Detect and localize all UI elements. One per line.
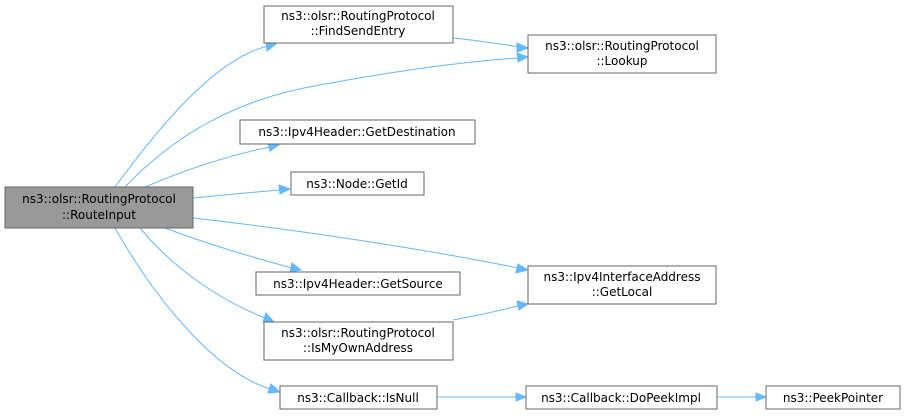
- edge-findsendentry-lookup: [452, 37, 530, 53]
- node-get-id-label: ns3::Node::GetId: [306, 177, 408, 191]
- node-get-id[interactable]: ns3::Node::GetId: [290, 171, 425, 196]
- node-peek-pointer[interactable]: ns3::PeekPointer: [765, 385, 901, 410]
- node-route-input-label-2: ::RouteInput: [62, 208, 136, 222]
- node-get-destination-label: ns3::Ipv4Header::GetDestination: [258, 125, 455, 139]
- node-is-my-own-address-label-1: ns3::olsr::RoutingProtocol: [281, 326, 435, 340]
- node-get-source[interactable]: ns3::Ipv4Header::GetSource: [255, 271, 461, 296]
- edge-ismyownaddress-getlocal: [452, 300, 530, 321]
- node-route-input[interactable]: ns3::olsr::RoutingProtocol ::RouteInput: [4, 186, 194, 229]
- node-do-peek-impl-label: ns3::Callback::DoPeekImpl: [541, 391, 701, 405]
- edge-dopeekimpl-peekpointer: [717, 392, 768, 402]
- node-is-null[interactable]: ns3::Callback::IsNull: [279, 385, 438, 410]
- node-lookup-label-2: ::Lookup: [596, 54, 647, 68]
- node-peek-pointer-label: ns3::PeekPointer: [783, 391, 883, 405]
- edge-routeinput-getsource: [164, 227, 303, 273]
- node-find-send-entry-label-1: ns3::olsr::RoutingProtocol: [281, 9, 435, 23]
- node-do-peek-impl[interactable]: ns3::Callback::DoPeekImpl: [525, 385, 718, 410]
- node-route-input-label-1: ns3::olsr::RoutingProtocol: [22, 192, 176, 206]
- node-get-local-label-2: ::GetLocal: [592, 285, 653, 299]
- edge-routeinput-isnull: [114, 227, 282, 394]
- edge-routeinput-getdestination: [144, 141, 281, 188]
- node-lookup-label-1: ns3::olsr::RoutingProtocol: [545, 39, 699, 53]
- node-get-local[interactable]: ns3::Ipv4InterfaceAddress ::GetLocal: [527, 265, 717, 305]
- node-find-send-entry-label-2: ::FindSendEntry: [311, 24, 406, 38]
- node-lookup[interactable]: ns3::olsr::RoutingProtocol ::Lookup: [527, 34, 717, 74]
- node-get-destination[interactable]: ns3::Ipv4Header::GetDestination: [239, 119, 476, 145]
- edge-routeinput-ismyownaddress: [139, 227, 276, 323]
- edge-isnull-dopeekimpl: [437, 392, 528, 402]
- node-find-send-entry[interactable]: ns3::olsr::RoutingProtocol ::FindSendEnt…: [263, 5, 454, 44]
- edge-routeinput-findsendentry: [114, 39, 277, 188]
- edge-routeinput-getid: [192, 184, 292, 199]
- node-is-my-own-address-label-2: ::IsMyOwnAddress: [303, 341, 413, 355]
- node-get-local-label-1: ns3::Ipv4InterfaceAddress: [544, 270, 701, 284]
- edge-routeinput-getlocal: [192, 217, 530, 274]
- node-is-null-label: ns3::Callback::IsNull: [297, 391, 419, 405]
- node-get-source-label: ns3::Ipv4Header::GetSource: [273, 277, 443, 291]
- edge-routeinput-lookup: [124, 52, 530, 188]
- node-is-my-own-address[interactable]: ns3::olsr::RoutingProtocol ::IsMyOwnAddr…: [263, 321, 454, 361]
